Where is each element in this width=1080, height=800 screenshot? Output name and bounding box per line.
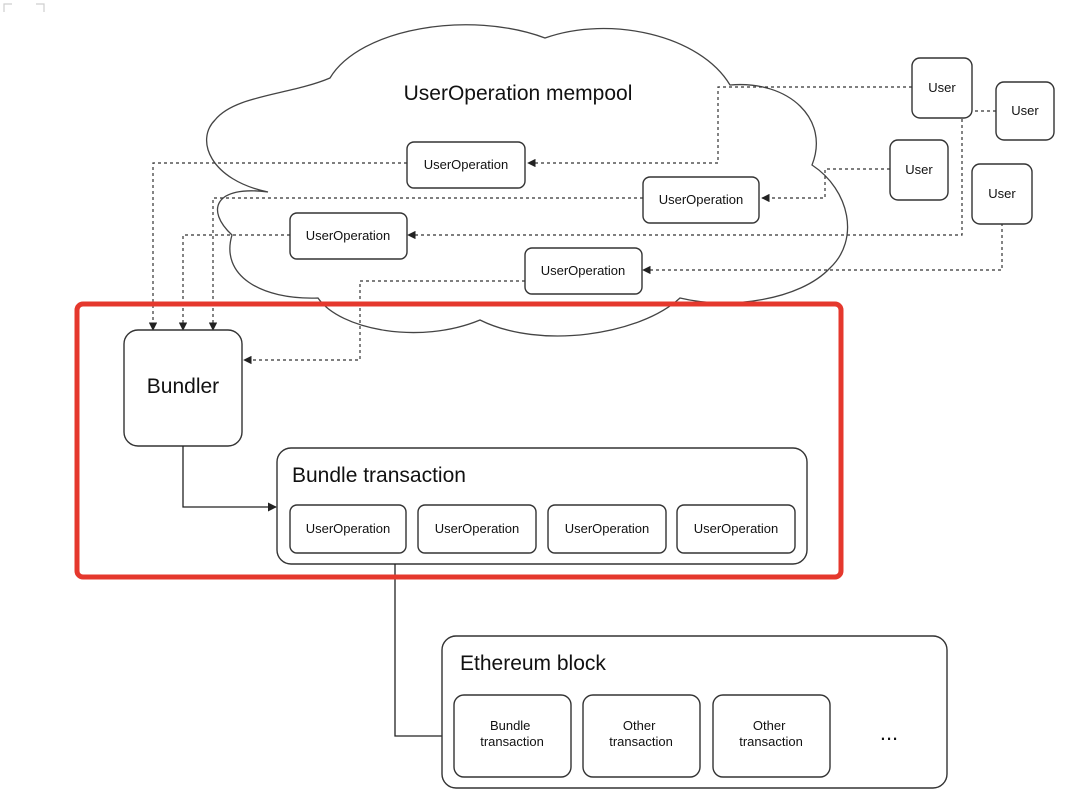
user-box: User [911, 57, 973, 119]
user-label: User [905, 162, 933, 177]
svg-text:Other transaction: Other transaction [609, 718, 673, 749]
mempool-userop-box: UserOperation [524, 247, 643, 295]
block-transaction-box: Other transaction [712, 694, 831, 778]
userop-label: UserOperation [694, 521, 779, 536]
mempool-title: UserOperation mempool [404, 82, 633, 105]
userop-label: UserOperation [565, 521, 650, 536]
block-transaction-box: Other transaction [582, 694, 701, 778]
highlight-frame [74, 301, 844, 580]
svg-text:Bundle transaction: Bundle transaction [480, 718, 544, 749]
block-item-line1: Other [753, 718, 786, 733]
user-label: User [988, 186, 1016, 201]
mempool-userop-box: UserOperation [289, 212, 408, 260]
bundle-userop-box: UserOperation [289, 504, 407, 554]
connector-op2-to-bundler [208, 197, 643, 331]
connector-op1-to-bundler [148, 162, 407, 331]
connector-bundle-to-block [394, 564, 453, 741]
mempool-userop-box: UserOperation [642, 176, 760, 224]
svg-text:Other transaction: Other transaction [739, 718, 803, 749]
connector-user3-to-op2 [761, 168, 890, 203]
ethereum-block-title: Ethereum block [460, 652, 606, 675]
user-box: User [971, 163, 1033, 225]
ethereum-block-box: Ethereum block Bundle transaction Other … [441, 635, 948, 789]
bundle-userop-box: UserOperation [417, 504, 537, 554]
user-box: User [995, 81, 1055, 141]
userop-label: UserOperation [306, 228, 391, 243]
block-transaction-box: Bundle transaction [453, 694, 572, 778]
user-label: User [1011, 103, 1039, 118]
block-item-line2: transaction [739, 734, 803, 749]
connector-user2-to-op3 [407, 110, 996, 240]
block-item-line2: transaction [480, 734, 544, 749]
bundle-transaction-title: Bundle transaction [292, 464, 466, 487]
corner-mark [3, 3, 45, 12]
connector-op3-to-bundler [178, 234, 290, 331]
block-item-line2: transaction [609, 734, 673, 749]
connector-op4-to-bundler [243, 280, 525, 365]
bundle-userop-box: UserOperation [676, 504, 796, 554]
mempool-userop-box: UserOperation [406, 141, 526, 189]
userop-label: UserOperation [435, 521, 520, 536]
userop-label: UserOperation [659, 192, 744, 207]
user-label: User [928, 80, 956, 95]
block-item-line1: Bundle [490, 718, 530, 733]
userop-label: UserOperation [424, 157, 509, 172]
bundler-label: Bundler [147, 375, 219, 398]
user-box: User [889, 139, 949, 201]
userop-label: UserOperation [306, 521, 391, 536]
bundler-box: Bundler [123, 329, 243, 447]
connector-bundler-to-bundle [182, 446, 277, 512]
userop-label: UserOperation [541, 263, 626, 278]
block-ellipsis: ... [880, 720, 898, 745]
block-item-line1: Other [623, 718, 656, 733]
bundle-userop-box: UserOperation [547, 504, 667, 554]
bundle-transaction-box: Bundle transaction UserOperation UserOpe… [276, 447, 808, 565]
connector-user1-to-op1 [527, 86, 912, 168]
